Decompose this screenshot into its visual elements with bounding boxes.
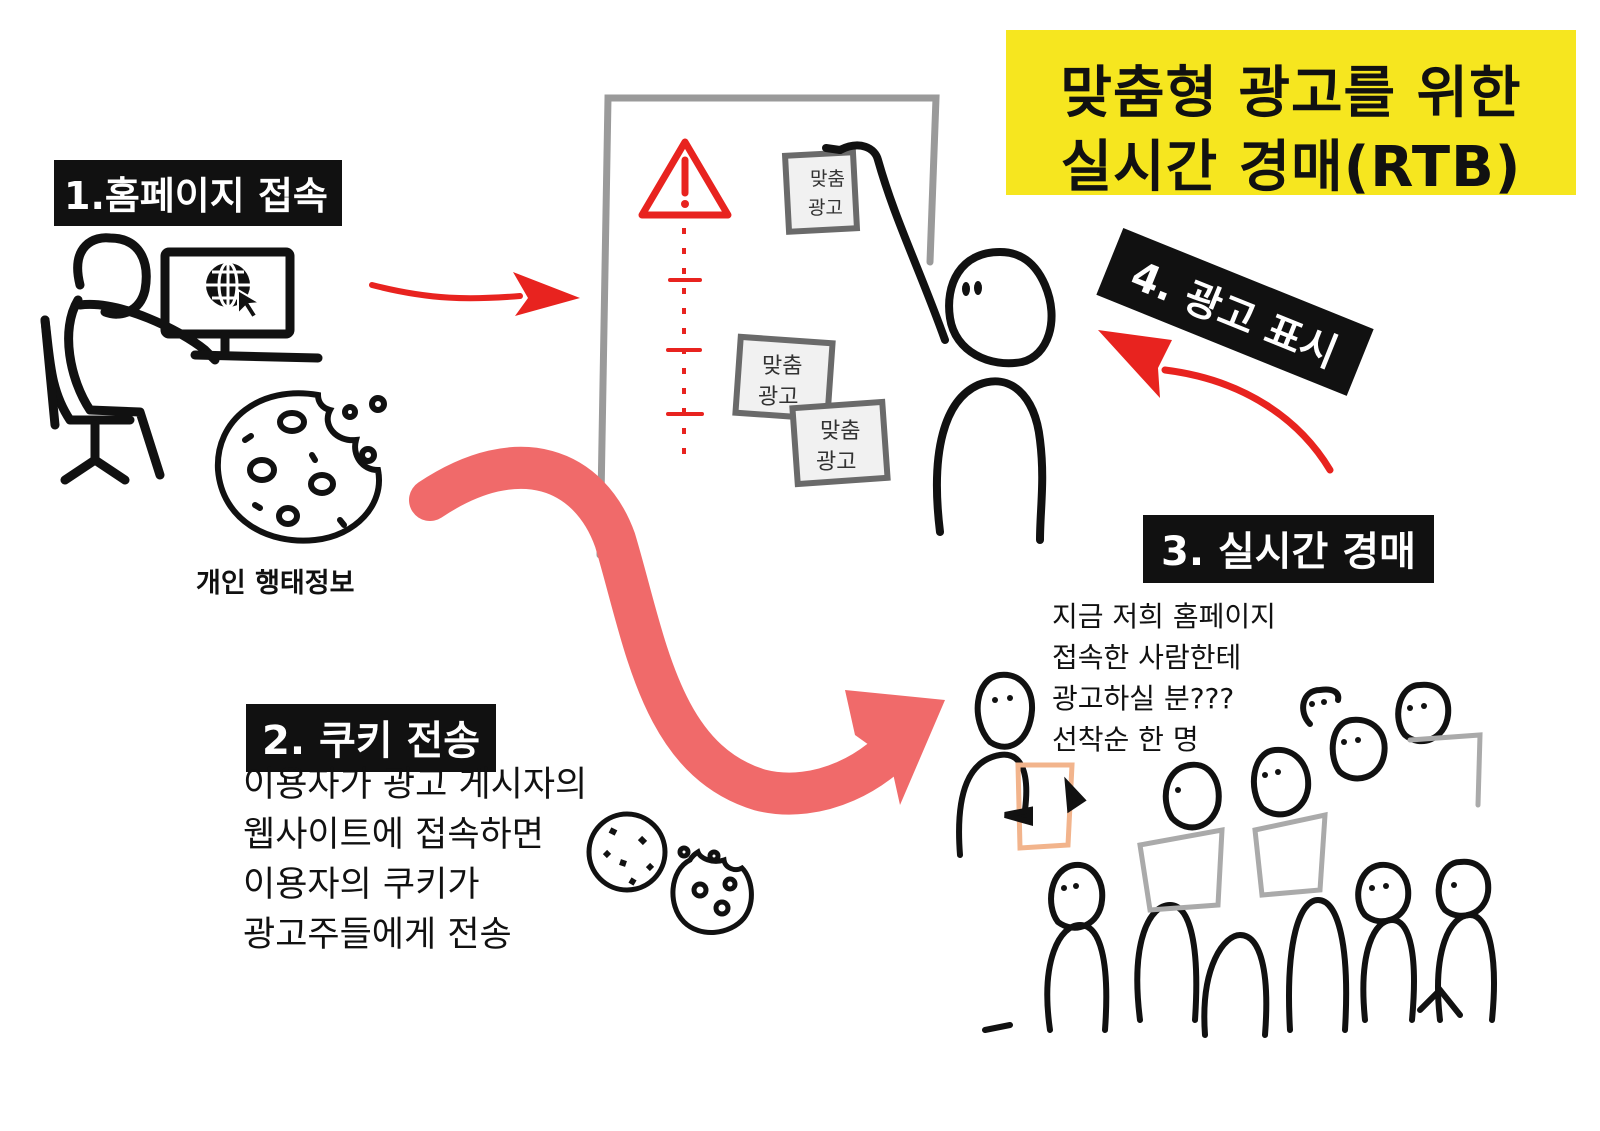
cookie-icon <box>586 811 754 936</box>
user-at-computer-icon <box>40 233 323 485</box>
warning-ticks <box>666 278 704 416</box>
presenter-figure <box>822 141 1056 544</box>
svg-text:맞춤: 맞춤 <box>820 419 860 444</box>
speech-line: 선착순 한 명 <box>1052 723 1199 756</box>
cookie-caption: 개인 행태정보 <box>196 568 355 599</box>
svg-text:맞춤: 맞춤 <box>762 354 802 379</box>
ad-card-bottom: 맞춤 광고 <box>789 398 891 488</box>
bidding-papers <box>1137 732 1483 913</box>
cookie-transfer-arrow <box>409 446 945 815</box>
auction-speech: 지금 저희 홈페이지 접속한 사람한테 광고하실 분??? 선착순 한 명 <box>1052 596 1276 760</box>
arrow-auction-to-display <box>1161 366 1334 474</box>
auction-crowd <box>956 671 1497 1038</box>
svg-text:맞춤: 맞춤 <box>810 168 845 190</box>
step1-label: 1.홈페이지 접속 <box>54 160 342 226</box>
ad-board <box>596 94 940 559</box>
step2-label: 2. 쿠키 전송 <box>246 704 497 772</box>
description-line: 이용자의 쿠키가 <box>243 865 480 905</box>
title-line-2: 실시간 경매(RTB) <box>1060 135 1522 200</box>
arrow-auction-to-display-head <box>1098 330 1172 398</box>
description-line: 이용자가 광고 게시자의 <box>243 765 588 805</box>
description-line: 광고주들에게 전송 <box>243 915 512 955</box>
presenter-eye <box>974 281 982 295</box>
globe-cursor-icon <box>206 261 264 320</box>
cookie-icon <box>214 390 387 544</box>
ad-card-top: 맞춤 광고 <box>781 149 861 235</box>
svg-text:광고: 광고 <box>816 450 856 475</box>
description-line: 웹사이트에 접속하면 <box>243 815 544 855</box>
warning-icon <box>638 138 732 219</box>
arrow-to-board <box>369 282 523 302</box>
arrow-to-board-head <box>513 272 580 316</box>
crowd-faces <box>992 695 1457 891</box>
step3-label: 3. 실시간 경매 <box>1143 515 1434 583</box>
step2-description: 이용자가 광고 게시자의 웹사이트에 접속하면 이용자의 쿠키가 광고주들에게 … <box>243 760 587 960</box>
title-banner: 맞춤형 광고를 위한 실시간 경매(RTB) <box>1006 30 1576 200</box>
speech-line: 접속한 사람한테 <box>1052 641 1242 674</box>
auctioneer-hands <box>1004 776 1087 826</box>
auctioneer-head <box>974 671 1036 750</box>
speech-line: 광고하실 분??? <box>1052 682 1235 715</box>
svg-text:광고: 광고 <box>808 197 843 219</box>
speech-line: 지금 저희 홈페이지 <box>1052 600 1276 633</box>
ad-card-middle: 맞춤 광고 <box>732 333 836 423</box>
presenter-eye <box>962 282 970 296</box>
title-line-1: 맞춤형 광고를 위한 <box>1060 61 1522 126</box>
